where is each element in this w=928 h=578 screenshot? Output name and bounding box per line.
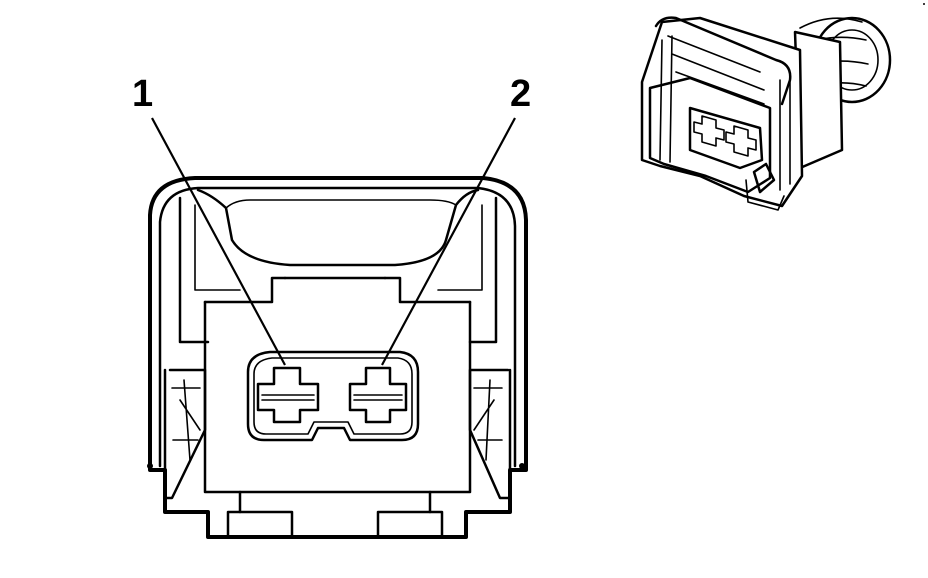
bottom-tab-left	[226, 510, 294, 539]
terminal-2-slot	[353, 394, 403, 401]
iso-terminal-2	[725, 125, 757, 157]
latch-recess	[196, 188, 480, 267]
iso-face-frame	[648, 76, 772, 194]
rear-seal-ribs	[795, 17, 869, 91]
terminal-cavity	[246, 350, 420, 442]
right-nub	[519, 463, 525, 469]
connector-face-view: 1 2	[132, 73, 531, 539]
iso-side-ridges	[659, 35, 791, 191]
callout-label-1: 1	[132, 73, 153, 115]
iso-terminal-1	[693, 115, 725, 147]
top-step-right	[383, 276, 472, 304]
iso-clip-lower	[745, 179, 785, 211]
left-pillar-inner	[194, 204, 241, 291]
iso-body	[640, 16, 804, 208]
left-pillar	[178, 196, 210, 344]
right-pillar	[468, 196, 498, 344]
right-side-wedge	[468, 368, 512, 500]
iso-clip	[752, 162, 776, 194]
latch-recess-inner	[225, 199, 457, 209]
connector-outer-housing	[148, 176, 528, 539]
left-wedge-hatch	[171, 379, 201, 461]
left-side-wedge	[163, 368, 207, 500]
terminal-1-slot	[261, 394, 315, 401]
top-step-left	[203, 276, 287, 304]
connector-isometric-view	[640, 16, 892, 211]
face-plate	[203, 300, 472, 494]
leader-line-1	[151, 117, 286, 366]
right-wedge-hatch	[473, 379, 503, 461]
stray-dot	[923, 3, 925, 5]
terminal-cavity-inner	[253, 357, 413, 435]
bottom-base	[238, 490, 432, 514]
bottom-tab-right	[376, 510, 444, 539]
callout-label-2: 2	[510, 73, 531, 115]
left-nub	[147, 463, 153, 469]
leader-line-2	[381, 117, 516, 366]
right-pillar-inner	[437, 204, 483, 291]
